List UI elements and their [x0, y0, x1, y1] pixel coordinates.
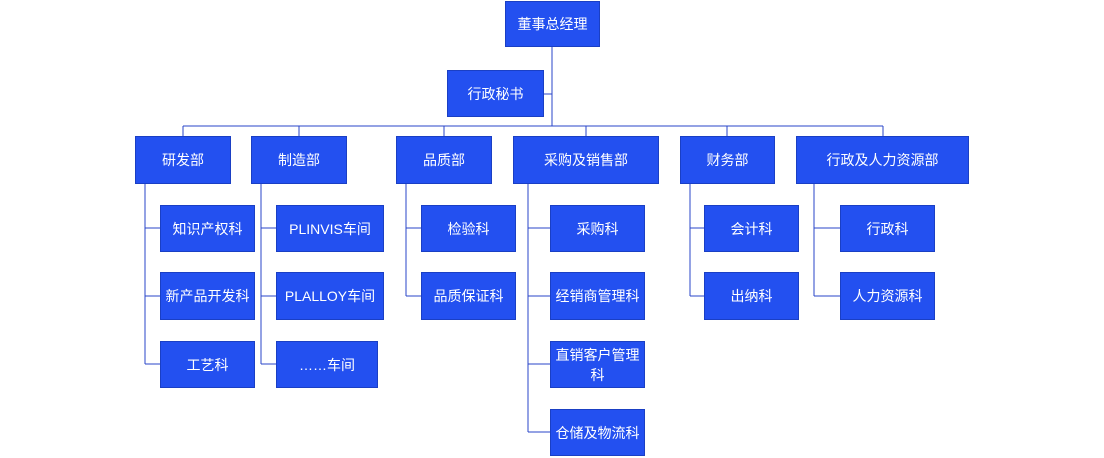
unit-box: PLALLOY车间 — [276, 272, 384, 320]
unit-box: 行政科 — [840, 205, 935, 252]
unit-box: 人力资源科 — [840, 272, 935, 320]
dept-box-rnd: 研发部 — [135, 136, 231, 184]
dept-box-manufacturing: 制造部 — [251, 136, 347, 184]
unit-box: ……车间 — [276, 341, 378, 388]
unit-box: 品质保证科 — [421, 272, 516, 320]
unit-box: 采购科 — [550, 205, 645, 252]
unit-box: PLINVIS车间 — [276, 205, 384, 252]
unit-box: 经销商管理科 — [550, 272, 645, 320]
root-box-ceo: 董事总经理 — [505, 1, 600, 47]
dept-box-admin-hr: 行政及人力资源部 — [796, 136, 969, 184]
unit-box: 直销客户管理科 — [550, 341, 645, 388]
dept-box-quality: 品质部 — [396, 136, 492, 184]
unit-box: 仓储及物流科 — [550, 409, 645, 456]
unit-box: 会计科 — [704, 205, 799, 252]
unit-box: 知识产权科 — [160, 205, 255, 252]
dept-box-purchasing-sales: 采购及销售部 — [513, 136, 659, 184]
unit-box: 工艺科 — [160, 341, 255, 388]
secretary-box: 行政秘书 — [447, 70, 544, 117]
unit-box: 新产品开发科 — [160, 272, 255, 320]
dept-box-finance: 财务部 — [680, 136, 775, 184]
unit-box: 检验科 — [421, 205, 516, 252]
unit-box: 出纳科 — [704, 272, 799, 320]
